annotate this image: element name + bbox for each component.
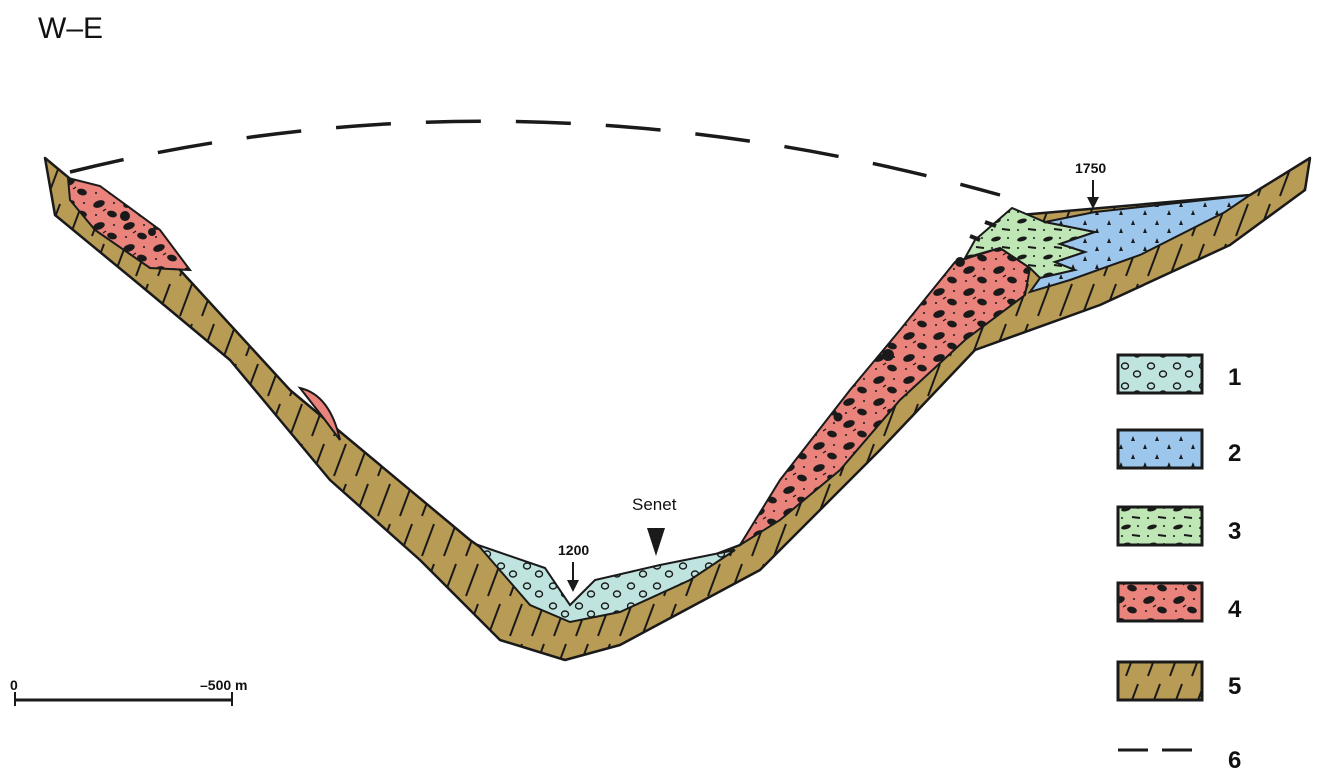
plateau-elevation-label: 1750	[1075, 160, 1106, 176]
village-marker: Senet	[632, 495, 677, 556]
scale-end-label: –500 m	[200, 677, 247, 693]
legend-number: 1	[1228, 364, 1241, 391]
triangles-icon	[1118, 430, 1202, 468]
legend-number: 6	[1228, 747, 1241, 774]
legend-item-5: 5	[1118, 662, 1241, 700]
location-arrow-icon	[647, 528, 665, 556]
plateau-marker: 1750	[1075, 160, 1106, 209]
legend-number: 4	[1228, 596, 1242, 623]
moraine-deposit-layer	[68, 178, 1030, 545]
dashes-icon	[1118, 507, 1202, 545]
scale-start-label: 0	[10, 677, 18, 693]
reconstructed-surface-dashed-line	[70, 121, 1000, 195]
valley-floor-marker: 1200	[558, 542, 589, 592]
legend-number: 5	[1228, 673, 1241, 700]
legend-item-2: 2	[1118, 430, 1241, 468]
legend-number: 3	[1228, 518, 1241, 545]
down-arrow-icon	[567, 580, 579, 592]
legend-number: 2	[1228, 440, 1241, 467]
pebbles-icon	[1118, 355, 1202, 393]
legend: 1 2 3 4 5 6	[1118, 355, 1242, 774]
legend-item-6: 6	[1118, 747, 1241, 774]
blocks-icon	[1118, 583, 1202, 621]
legend-item-4: 4	[1118, 583, 1242, 623]
legend-item-1: 1	[1118, 355, 1241, 393]
valley-elevation-label: 1200	[558, 542, 589, 558]
place-name-label: Senet	[632, 495, 677, 514]
hatch-icon	[1118, 662, 1202, 700]
orientation-label: W–E	[38, 12, 103, 45]
scale-bar: 0 –500 m	[10, 677, 247, 706]
legend-item-3: 3	[1118, 507, 1241, 545]
